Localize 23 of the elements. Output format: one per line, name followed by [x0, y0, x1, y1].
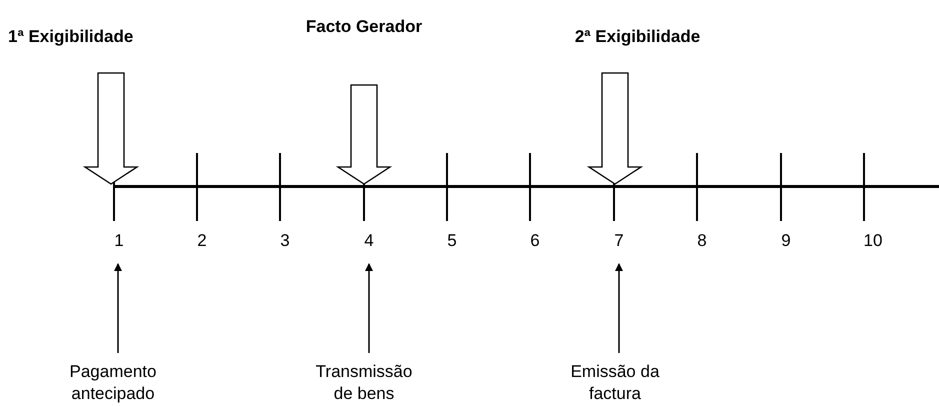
block-arrow	[82, 72, 140, 185]
tick-number: 4	[358, 230, 380, 250]
event-heading: 1ª Exigibilidade	[8, 26, 183, 48]
block-arrow	[336, 84, 392, 185]
event-caption: Transmissão de bens	[304, 361, 424, 405]
event-heading: 2ª Exigibilidade	[545, 26, 730, 48]
event-caption: Emissão da factura	[553, 361, 677, 405]
tick-number: 5	[441, 230, 463, 250]
tick-number: 9	[775, 230, 797, 250]
arrow	[114, 263, 122, 353]
tick-number: 8	[691, 230, 713, 250]
event-heading: Facto Gerador	[304, 16, 424, 60]
arrow	[365, 263, 373, 353]
tick-number: 1	[108, 230, 130, 250]
arrow	[615, 263, 623, 353]
block-arrow	[586, 72, 644, 185]
tick-number: 2	[191, 230, 213, 250]
tick-number: 6	[524, 230, 546, 250]
event-caption: Pagamento antecipado	[58, 361, 168, 405]
tick-number: 7	[608, 230, 630, 250]
timeline-axis	[114, 185, 939, 188]
tick-number: 10	[862, 230, 884, 250]
tick-number: 3	[274, 230, 296, 250]
